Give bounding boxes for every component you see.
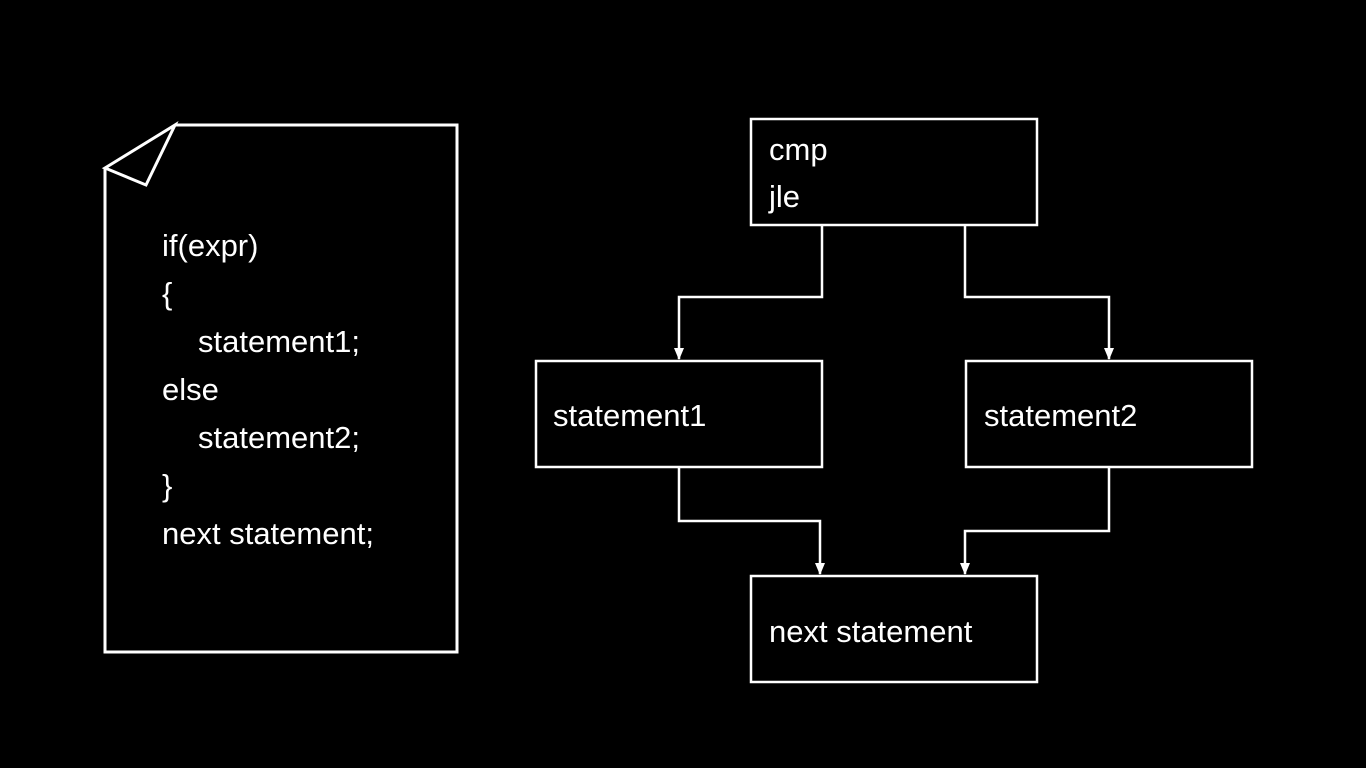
code-line-statement2: statement2; [198,420,360,455]
edge-condition-to-statement1 [674,225,824,360]
branch-true-node-label: statement1 [553,398,707,433]
edge-statement1-to-next [677,467,825,575]
source-code-page [101,121,459,654]
code-line-next-statement: next statement; [162,516,374,551]
page-outline [103,123,459,654]
code-line-open-brace: { [162,276,173,311]
code-line-else: else [162,372,219,407]
merge-node-label: next statement [769,614,973,649]
edge-statement2-to-next [960,467,1111,575]
code-line-close-brace: } [162,468,173,503]
code-line-if: if(expr) [162,228,259,263]
code-line-statement1: statement1; [198,324,360,359]
condition-node-box [749,117,1039,227]
condition-node-line-cmp: cmp [769,132,828,167]
merge-node-box [749,574,1039,684]
branch-false-node-label: statement2 [984,398,1138,433]
edge-condition-to-statement2 [963,225,1114,360]
condition-node-line-jle: jle [769,179,801,214]
page-fold-corner-icon [101,121,179,187]
